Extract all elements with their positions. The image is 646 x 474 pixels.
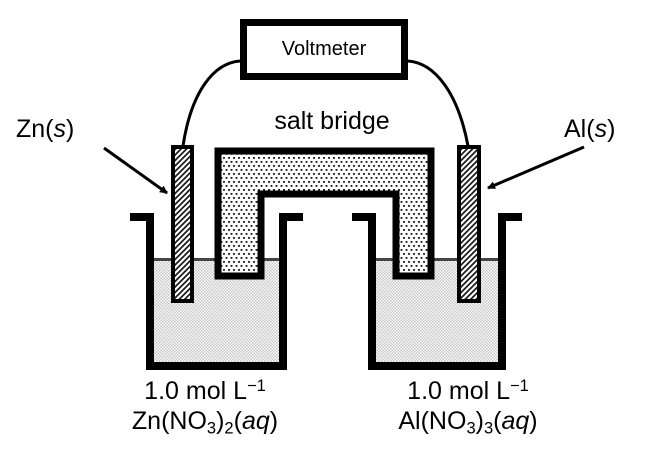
salt-bridge-shape [214, 147, 435, 280]
right-solution-label: 1.0 mol L−1 Al(NO3)3(aq) [348, 376, 588, 439]
left-solution-label: 1.0 mol L−1 Zn(NO3)2(aq) [85, 376, 325, 439]
right-solution-concentration: 1.0 mol L−1 [407, 376, 529, 405]
voltmeter-label: Voltmeter [281, 38, 367, 60]
right-wire [407, 59, 470, 147]
left-solution-concentration: 1.0 mol L−1 [144, 376, 266, 405]
aluminum-electrode [457, 145, 481, 303]
al-pointer-arrow [487, 145, 585, 190]
right-solution-formula: Al(NO3)3(aq) [398, 407, 538, 438]
left-solution-formula: Zn(NO3)2(aq) [131, 407, 279, 438]
zn-pointer-arrow [103, 146, 168, 195]
salt-bridge-label: salt bridge [274, 107, 390, 135]
voltmeter-box: Voltmeter [240, 19, 408, 80]
zinc-electrode [171, 145, 194, 303]
zinc-electrode-label: Zn(s) [16, 115, 75, 143]
left-wire [181, 59, 241, 147]
left-beaker-outline [130, 213, 303, 370]
right-beaker-outline [352, 213, 522, 370]
aluminum-electrode-label: Al(s) [564, 115, 616, 143]
